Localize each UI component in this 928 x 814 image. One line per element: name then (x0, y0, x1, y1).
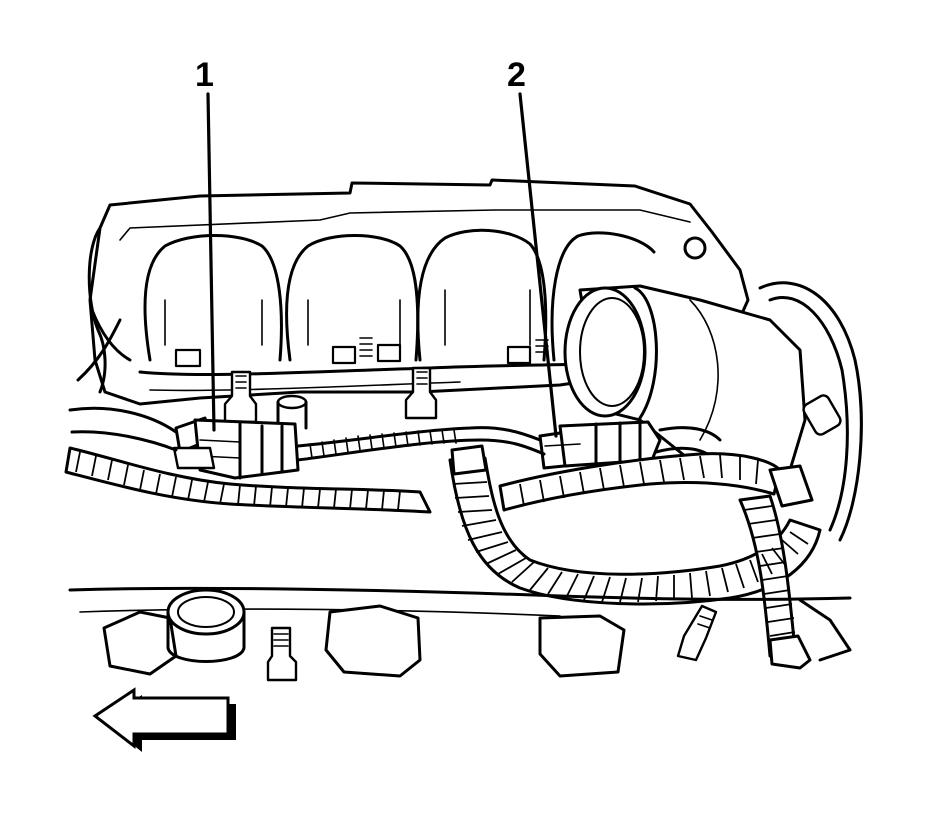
connector-1 (172, 416, 300, 480)
intake-manifold (87, 178, 750, 430)
corrugated-conduit (64, 444, 822, 670)
callout-2: 2 (507, 56, 526, 94)
callout-1: 1 (195, 56, 214, 94)
throttle-body (563, 281, 863, 542)
leader-lines (206, 92, 558, 438)
engine-block-lower (68, 586, 852, 682)
direction-arrow-icon (92, 687, 236, 752)
wiring-harness-upper (68, 308, 722, 462)
connector-2 (538, 420, 662, 470)
